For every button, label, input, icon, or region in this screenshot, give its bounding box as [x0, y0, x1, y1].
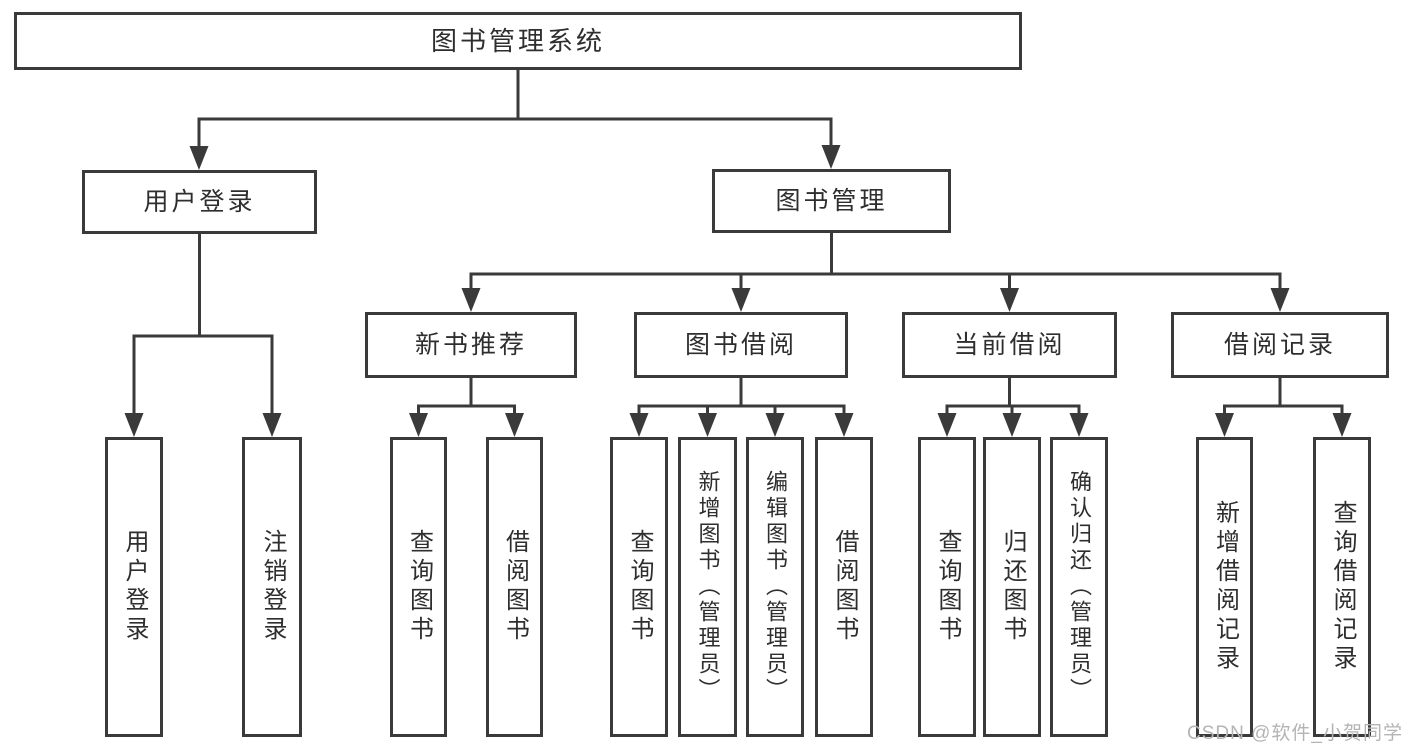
- leaf-return-book: 归还图书: [983, 437, 1041, 737]
- arrowhead-icon: [1000, 288, 1019, 312]
- leaf-edit-book-admin: 编辑图书（管理员）: [746, 437, 804, 737]
- arrowhead-icon: [629, 413, 649, 437]
- leaf-borrow-book-2: 借阅图书: [815, 437, 873, 737]
- node-book-management: 图书管理: [712, 169, 951, 233]
- arrowhead-icon: [262, 413, 282, 437]
- node-user-login: 用户登录: [82, 170, 317, 234]
- csdn-watermark: CSDN @软件_小贺同学: [1187, 723, 1403, 744]
- node-book-borrow: 图书借阅: [634, 312, 848, 378]
- leaf-add-book-admin: 新增图书（管理员）: [678, 437, 737, 737]
- node-current-borrow: 当前借阅: [902, 312, 1117, 378]
- arrowhead-icon: [834, 413, 854, 437]
- arrowhead-icon: [1215, 413, 1234, 437]
- arrowhead-icon: [765, 413, 785, 437]
- arrowhead-icon: [937, 413, 957, 437]
- arrowhead-icon: [505, 413, 524, 437]
- leaf-confirm-return-admin: 确认归还（管理员）: [1050, 437, 1108, 737]
- arrowhead-icon: [1270, 288, 1290, 312]
- leaf-query-book-1: 查询图书: [390, 437, 447, 737]
- arrowhead-icon: [1069, 413, 1089, 437]
- arrowhead-icon: [409, 413, 428, 437]
- node-new-book-recommend: 新书推荐: [365, 312, 577, 378]
- arrowhead-icon: [731, 288, 751, 312]
- leaf-query-book-3: 查询图书: [918, 437, 976, 737]
- arrowhead-icon: [1002, 413, 1022, 437]
- node-borrow-record: 借阅记录: [1171, 312, 1389, 378]
- leaf-query-borrow-record: 查询借阅记录: [1313, 437, 1371, 737]
- arrowhead-icon: [124, 413, 144, 437]
- arrowhead-icon: [821, 145, 841, 169]
- node-library-system: 图书管理系统: [14, 12, 1022, 70]
- leaf-borrow-book-1: 借阅图书: [486, 437, 543, 737]
- leaf-add-borrow-record: 新增借阅记录: [1196, 437, 1253, 737]
- arrowhead-icon: [698, 413, 717, 437]
- arrowhead-icon: [461, 288, 481, 312]
- arrowhead-icon: [1332, 413, 1352, 437]
- leaf-logout: 注销登录: [242, 437, 302, 737]
- leaf-user-login: 用户登录: [105, 437, 163, 737]
- leaf-query-book-2: 查询图书: [610, 437, 668, 737]
- arrowhead-icon: [189, 146, 209, 170]
